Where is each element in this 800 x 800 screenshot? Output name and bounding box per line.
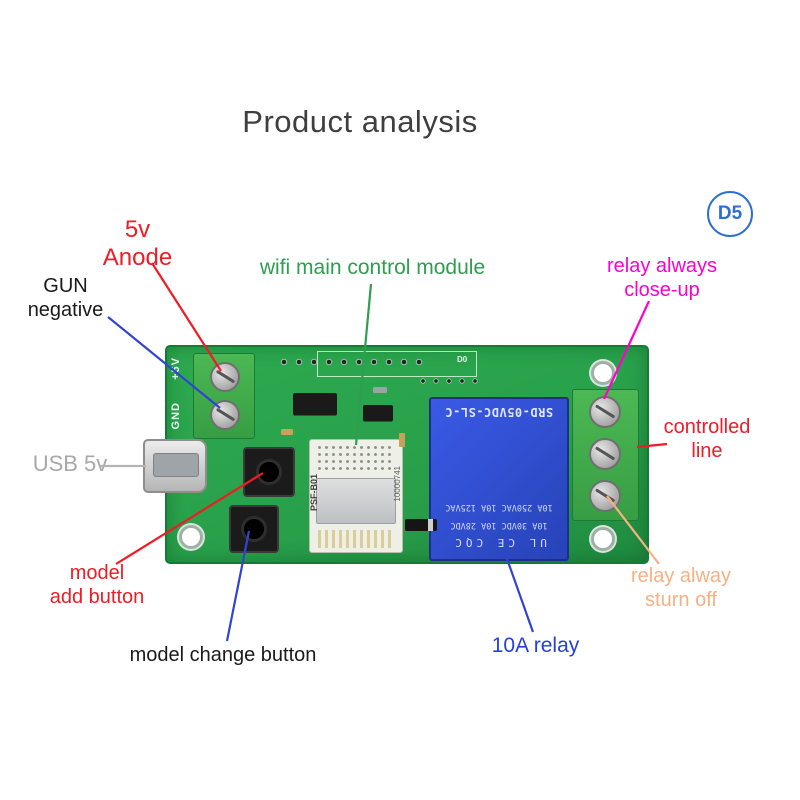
label-usb-5v: USB 5v — [15, 451, 125, 477]
ic-chip — [363, 405, 393, 421]
label-gun-negative: GUN negative — [8, 275, 123, 322]
label-relay-off-line1: relay alway — [630, 565, 732, 587]
micro-usb-port — [143, 439, 207, 493]
micro-usb-slot — [153, 453, 199, 477]
label-5v-anode-line2: Anode — [102, 244, 173, 272]
label-controlled-line1: controlled — [663, 416, 751, 438]
relay-component: UL CE CQC 10A 30VDC 10A 28VDC 10A 250VAC… — [429, 397, 569, 561]
passive-component — [399, 433, 405, 447]
label-model-change-button: model change button — [98, 644, 348, 668]
label-usb-text: USB 5v — [32, 451, 108, 476]
d5-badge: D5 — [707, 191, 753, 237]
module-serial-text: 10000741 — [393, 466, 402, 502]
ic-chip — [293, 393, 337, 415]
label-10a-relay: 10A relay — [468, 634, 603, 659]
relay-rating-ac: 10A 250VAC 10A 125VAC — [445, 502, 553, 513]
wifi-control-module: PSF-B01 10000741 — [309, 439, 403, 553]
label-relay-off-line2: sturn off — [645, 588, 717, 611]
label-5v-anode: 5v Anode — [65, 216, 210, 273]
label-relay-always-close-up: relay always close-up — [582, 255, 742, 302]
silkscreen-5v: +5V — [170, 357, 182, 380]
relay-markings: UL CE CQC 10A 30VDC 10A 28VDC 10A 250VAC… — [435, 405, 563, 553]
module-pad-grid — [316, 444, 394, 474]
page-title: Product analysis — [242, 104, 478, 139]
label-relay-close-line1: relay always — [606, 255, 718, 277]
mounting-hole — [591, 361, 615, 385]
terminal-screw-5v — [210, 362, 240, 392]
relay-rating-dc: 10A 30VDC 10A 28VDC — [450, 520, 548, 530]
model-change-button-component — [229, 505, 279, 553]
output-screw-2 — [589, 438, 621, 470]
label-10a-relay-text: 10A relay — [491, 634, 580, 657]
silkscreen-d0: D0 — [457, 355, 468, 364]
mounting-hole — [591, 527, 615, 551]
pin-header-row — [279, 357, 429, 367]
label-controlled-line2: line — [691, 439, 723, 462]
pcb-board: +5V GND PSF-B01 10000741 UL CE CQC 10A 3… — [143, 345, 649, 564]
module-antenna — [318, 530, 392, 548]
label-relay-close-line2: close-up — [624, 278, 700, 301]
power-terminal-block — [193, 353, 255, 439]
label-model-add-line2: add button — [49, 585, 145, 608]
silkscreen-gnd: GND — [170, 402, 182, 430]
passive-component — [281, 429, 293, 435]
mounting-hole — [179, 525, 203, 549]
label-model-add-line1: model — [69, 562, 125, 584]
label-model-change-text: model change button — [129, 644, 317, 666]
button-cap — [241, 516, 267, 542]
label-controlled-line: controlled line — [652, 416, 762, 463]
passive-component — [373, 387, 387, 393]
label-wifi-text: wifi main control module — [259, 256, 486, 279]
model-add-button-component — [243, 447, 295, 497]
label-gun-line1: GUN — [43, 275, 88, 297]
module-metal-shield — [316, 478, 396, 524]
diode-component — [405, 519, 437, 531]
module-name-text: PSF-B01 — [309, 474, 319, 512]
relay-cert-marks: UL CE CQC — [451, 536, 547, 549]
label-model-add-button: model add button — [32, 562, 162, 609]
label-wifi-main-control-module: wifi main control module — [220, 256, 525, 281]
relay-model-text: SRD-05VDC-SL-C — [444, 405, 554, 419]
connector-10a-relay — [504, 555, 535, 633]
terminal-screw-gnd — [210, 400, 240, 430]
button-cap — [256, 459, 282, 485]
pin-header-row-2 — [419, 377, 479, 386]
label-gun-line2: negative — [27, 298, 104, 321]
output-screw-1 — [589, 396, 621, 428]
output-screw-3 — [589, 480, 621, 512]
label-5v-anode-line1: 5v — [124, 216, 151, 243]
label-relay-always-turn-off: relay alway sturn off — [606, 565, 756, 612]
output-terminal-block — [572, 389, 639, 521]
